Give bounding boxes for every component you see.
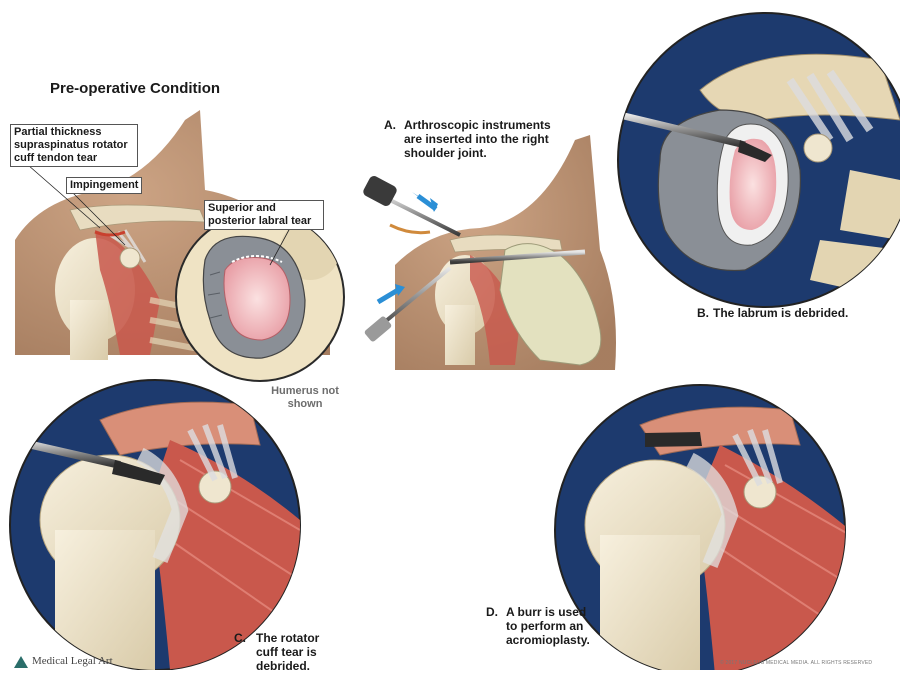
step-d-text: A burr is used to perform an acromioplas… [506,605,590,647]
step-c-circle [9,379,301,671]
step-a-caption: A. Arthroscopic instruments are inserted… [384,118,560,160]
step-a-text: Arthroscopic instruments are inserted in… [404,118,551,160]
step-d-letter: D. [486,605,498,619]
label-partial-thickness-tear: Partial thickness supraspinatus rotator … [10,124,138,167]
preop-leader-lines [27,164,291,266]
step-a-figure [363,135,616,370]
label-labral-tear: Superior and posterior labral tear [204,200,324,230]
step-b-letter: B. [697,306,709,320]
brand-name: Medical Legal Art [32,655,113,667]
preop-title: Pre-operative Condition [50,80,221,97]
labral-tear-inset [175,212,345,382]
step-d-caption: D. A burr is used to perform an acromiop… [486,605,596,647]
step-d-circle [554,384,846,675]
note-humerus-not-shown: Humerus not shown [271,385,339,410]
step-c-caption: C. The rotator cuff tear is debrided. [234,631,344,673]
step-a-letter: A. [384,118,396,132]
step-b-caption: B. The labrum is debrided. [697,306,867,320]
step-c-text: The rotator cuff tear is debrided. [256,631,320,673]
step-b-text: The labrum is debrided. [713,306,849,320]
step-c-letter: C. [234,631,246,645]
brand-logo-icon [14,655,28,668]
label-impingement: Impingement [66,177,143,194]
copyright-notice: © 2017 NUCLEUS MEDICAL MEDIA. ALL RIGHTS… [720,660,873,666]
step-b-circle [617,12,900,308]
